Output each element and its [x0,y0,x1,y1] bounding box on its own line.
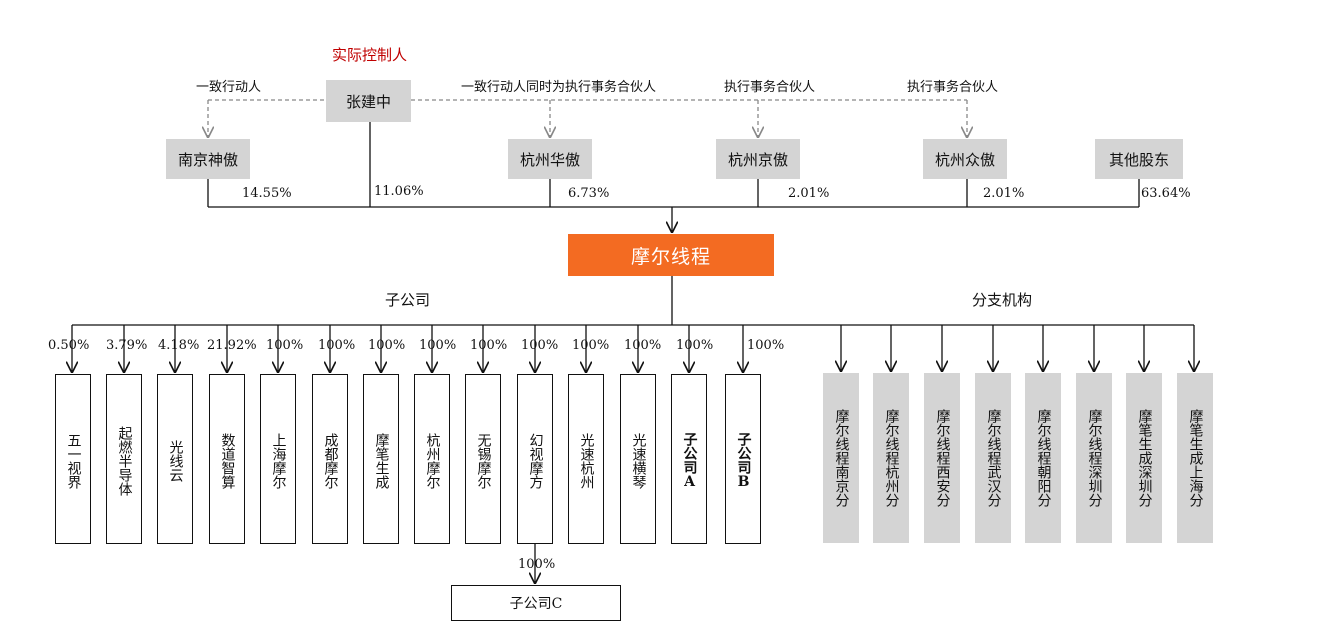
subsidiary-pct: 0.50% [48,338,90,353]
subsidiary-pct: 100% [419,338,457,353]
subsidiary-pct: 100% [624,338,662,353]
subsidiary-box: 光速杭州 [568,374,604,544]
subsidiary-pct: 21.92% [207,338,257,353]
branch-box: 摩尔线程西安分 [924,373,960,543]
subsidiary-box: 上海摩尔 [260,374,296,544]
controller-label: 实际控制人 [332,46,408,64]
sub-subsidiary-box: 子公司C [451,585,621,621]
pct-controller: 11.06% [374,184,424,199]
subsidiary-box: 子公司A [671,374,707,544]
subsidiary-box: 子公司B [725,374,761,544]
branch-box: 摩笔生成上海分 [1177,373,1213,543]
pct-nanjing-shenao: 14.55% [242,186,292,201]
subsidiary-pct: 100% [266,338,304,353]
pct-others: 63.64% [1141,186,1191,201]
relation-concert-label: 一致行动人 [196,80,262,95]
controller-box: 张建中 [326,80,411,122]
subsidiary-box: 光线云 [157,374,193,544]
subsidiary-box: 数道智算 [209,374,245,544]
shareholder-box-hangzhou-huaao: 杭州华傲 [508,139,592,179]
subsidiary-pct: 4.18% [158,338,200,353]
branch-box: 摩尔线程深圳分 [1076,373,1112,543]
branch-box: 摩尔线程杭州分 [873,373,909,543]
subsidiary-box: 起燃半导体 [106,374,142,544]
subsidiaries-section-label: 子公司 [385,291,431,309]
shareholder-box-nanjing-shenao: 南京神傲 [166,139,250,179]
relation-concert-gp-label: 一致行动人同时为执行事务合伙人 [461,80,657,95]
subsidiary-box: 杭州摩尔 [414,374,450,544]
branches-section-label: 分支机构 [972,291,1033,309]
shareholder-box-hangzhou-jingao: 杭州京傲 [716,139,800,179]
shareholder-box-hangzhou-zhongao: 杭州众傲 [923,139,1007,179]
shareholder-box-others: 其他股东 [1095,139,1183,179]
branch-box: 摩尔线程南京分 [823,373,859,543]
ownership-lines [72,122,1194,583]
sub-subsidiary-pct: 100% [518,557,556,572]
subsidiary-pct: 100% [676,338,714,353]
pct-hangzhou-huaao: 6.73% [568,186,610,201]
company-box: 摩尔线程 [568,234,774,276]
subsidiary-box: 五一视界 [55,374,91,544]
subsidiary-pct: 100% [318,338,356,353]
subsidiary-box: 成都摩尔 [312,374,348,544]
subsidiary-pct: 100% [572,338,610,353]
pct-hangzhou-zhongao: 2.01% [983,186,1025,201]
pct-hangzhou-jingao: 2.01% [788,186,830,201]
subsidiary-pct: 100% [521,338,559,353]
branch-box: 摩尔线程武汉分 [975,373,1011,543]
subsidiary-pct: 100% [470,338,508,353]
subsidiary-pct: 3.79% [106,338,148,353]
relation-gp-label-2: 执行事务合伙人 [907,80,999,95]
subsidiary-box: 摩笔生成 [363,374,399,544]
subsidiary-pct: 100% [368,338,406,353]
concert-relation-lines [208,99,967,137]
branch-box: 摩尔线程朝阳分 [1025,373,1061,543]
subsidiary-box: 无锡摩尔 [465,374,501,544]
subsidiary-pct: 100% [747,338,785,353]
subsidiary-box: 幻视摩方 [517,374,553,544]
relation-gp-label-1: 执行事务合伙人 [724,80,816,95]
subsidiary-box: 光速横琴 [620,374,656,544]
branch-box: 摩笔生成深圳分 [1126,373,1162,543]
